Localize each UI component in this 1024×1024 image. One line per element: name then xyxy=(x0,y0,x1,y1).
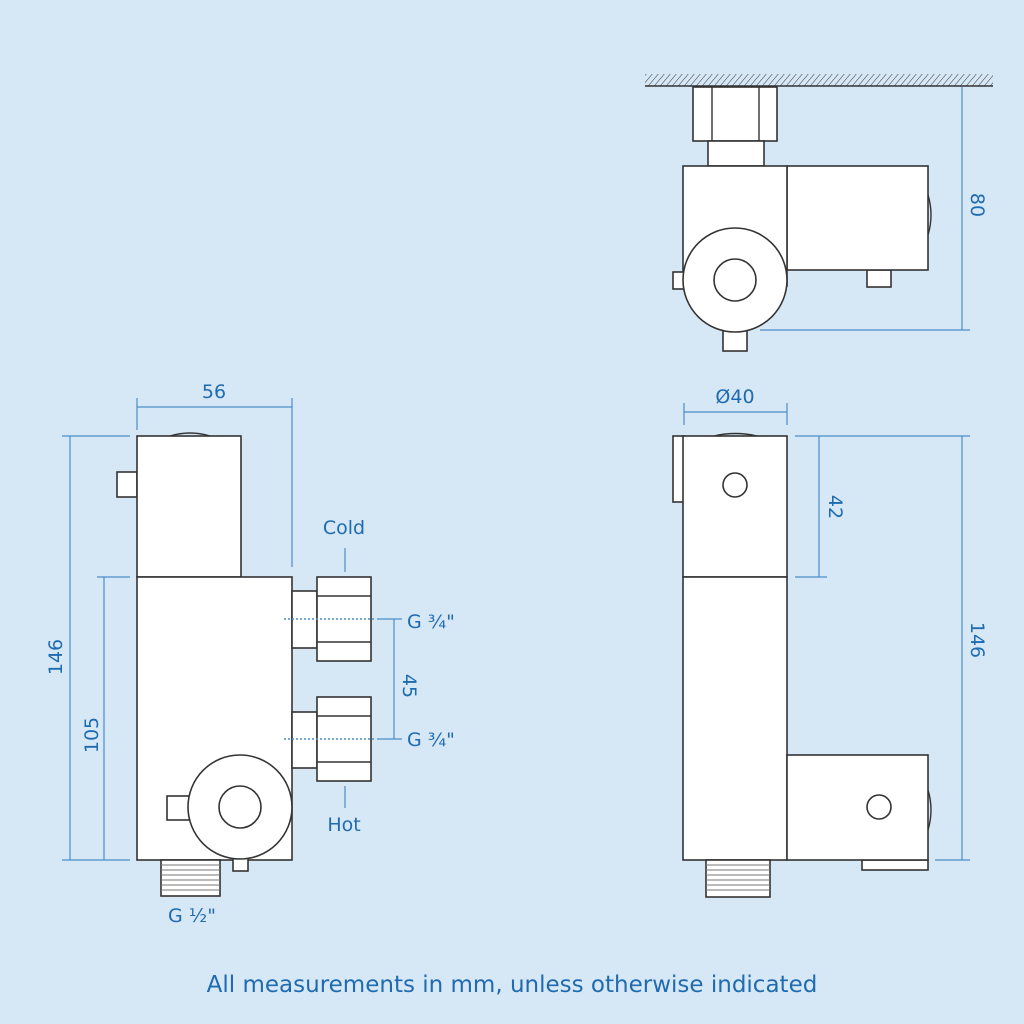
side-end-cap xyxy=(927,789,932,831)
front-top-cap xyxy=(169,432,211,437)
dimension-146-side-label: 146 xyxy=(966,622,988,658)
top-knob-center xyxy=(713,258,757,302)
dimension-146-front-label: 146 xyxy=(45,639,67,675)
cold-label: Cold xyxy=(323,517,365,539)
hot-stub xyxy=(291,711,318,769)
dimension-80: 80 xyxy=(760,87,988,331)
dimension-40: Ø40 xyxy=(683,386,788,425)
outlet-size: G ½" xyxy=(168,905,216,927)
side-upper-hole xyxy=(722,472,748,498)
top-end-cap xyxy=(927,194,932,236)
top-view: 80 xyxy=(645,74,993,352)
knob-tab-left xyxy=(166,795,192,821)
front-upper-body xyxy=(136,435,242,578)
top-body-right xyxy=(786,165,929,271)
front-view: 56 146 105 G ¾" G ¾" 45 Cold Hot G ½" xyxy=(45,381,455,927)
top-tab xyxy=(866,269,892,288)
dimension-56-label: 56 xyxy=(202,381,226,403)
wall-stub xyxy=(707,140,765,167)
side-outlet-thread xyxy=(705,859,771,898)
dimension-45-label: 45 xyxy=(398,674,420,698)
cold-inlet-size: G ¾" xyxy=(407,611,455,633)
side-lower-hole xyxy=(866,794,892,820)
dimension-80-label: 80 xyxy=(966,193,988,217)
side-knob-body xyxy=(786,754,929,861)
dimension-105-label: 105 xyxy=(81,717,103,753)
hot-label: Hot xyxy=(327,814,360,836)
dimension-42-label: 42 xyxy=(824,495,846,519)
dimension-42: 42 xyxy=(795,435,970,578)
side-view: Ø40 42 146 xyxy=(672,386,988,898)
footer-note: All measurements in mm, unless otherwise… xyxy=(207,972,818,998)
side-upper-body xyxy=(682,435,788,578)
side-main-body xyxy=(682,576,788,861)
inlet-callouts: G ¾" G ¾" 45 Cold Hot G ½" xyxy=(168,517,455,927)
wall-nut xyxy=(692,86,778,142)
dimension-146-side: 146 xyxy=(935,436,988,861)
dimension-105: 105 xyxy=(81,576,130,860)
dimension-146-front: 146 xyxy=(45,435,130,861)
dimension-40-label: Ø40 xyxy=(715,386,754,408)
side-bottom-tab xyxy=(861,859,929,871)
hot-inlet-size: G ¾" xyxy=(407,729,455,751)
dimension-56: 56 xyxy=(136,381,293,567)
knob-center xyxy=(218,785,262,829)
front-side-tab xyxy=(116,471,138,498)
ceiling-hatch xyxy=(645,74,993,86)
outlet-thread xyxy=(160,859,221,897)
